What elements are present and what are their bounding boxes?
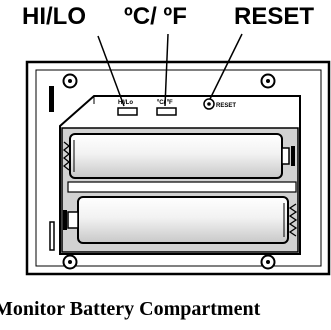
screw-bottom-left — [62, 254, 78, 270]
diagram-caption: Monitor Battery Compartment — [0, 298, 261, 320]
hi-lo-callout-label: HI/LO — [22, 3, 86, 30]
left-latch — [49, 221, 55, 251]
reset-button[interactable] — [203, 98, 215, 110]
hi-lo-button[interactable] — [117, 107, 138, 116]
battery-upper — [69, 133, 290, 179]
battery-divider — [67, 181, 297, 193]
reset-callout-label: RESET — [234, 3, 315, 30]
reset-leader-line — [209, 33, 243, 100]
reset-small-label: RESET — [216, 103, 236, 109]
battery-lower — [67, 196, 289, 244]
temperature-unit-callout-label: ºC/ ºF — [124, 3, 187, 30]
temperature-unit-button[interactable] — [156, 107, 177, 116]
upper-terminal — [291, 146, 295, 166]
lower-terminal — [63, 210, 67, 230]
upper-spring-contact — [62, 141, 71, 171]
hi-lo-leader-line — [97, 35, 125, 107]
screw-bottom-right — [260, 254, 276, 270]
screw-top-left — [62, 73, 78, 89]
housing-inner-rim — [35, 69, 322, 267]
hi-lo-small-label: HI/Lo — [118, 100, 133, 106]
lower-spring-contact — [288, 203, 298, 237]
screw-top-right — [260, 73, 276, 89]
temperature-unit-leader-line — [164, 33, 169, 107]
left-clip — [49, 86, 54, 112]
